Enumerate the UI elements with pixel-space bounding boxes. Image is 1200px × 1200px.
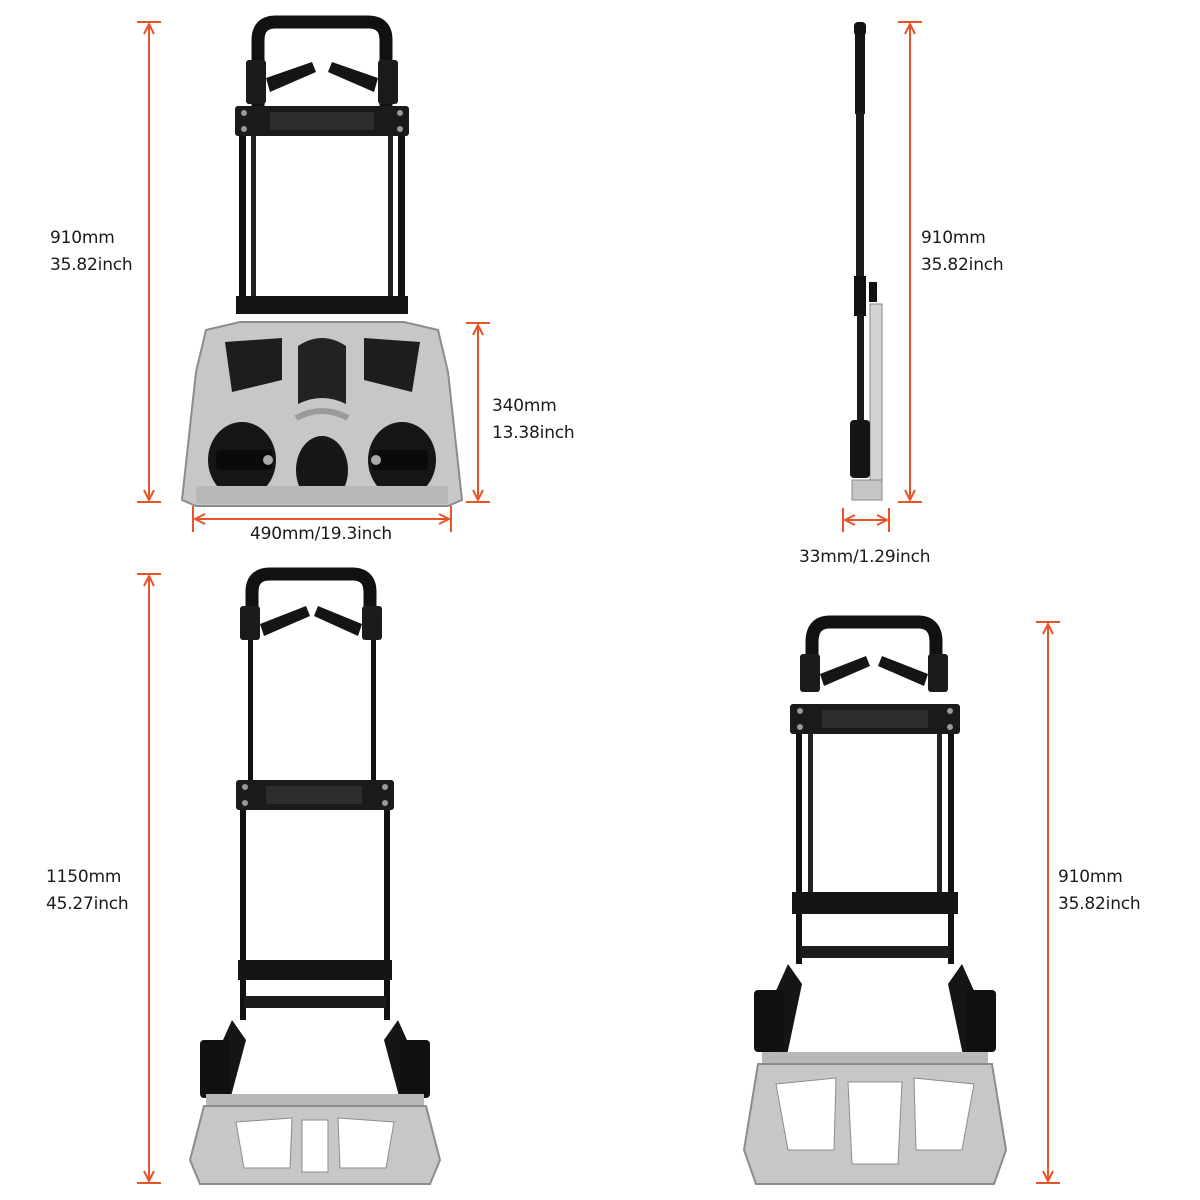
dimension-line-base-height (466, 322, 490, 503)
side-height-inch: 35.82inch (921, 255, 1004, 275)
open-trolley (742, 615, 1008, 1185)
base-height-inch: 13.38inch (492, 423, 575, 443)
side-folded-trolley (850, 22, 883, 501)
side-height-label: 910mm 35.82inch (921, 225, 1004, 279)
width-value: 490mm/19.3inch (250, 524, 392, 544)
dimension-line-side-height (898, 21, 922, 503)
extended-height-mm: 1150mm (46, 867, 122, 887)
extended-height-inch: 45.27inch (46, 894, 129, 914)
front-height-inch: 35.82inch (50, 255, 133, 275)
base-height-mm: 340mm (492, 396, 557, 416)
extended-trolley (188, 567, 442, 1185)
open-height-label: 910mm 35.82inch (1058, 864, 1141, 918)
width-label: 490mm/19.3inch (250, 521, 392, 548)
thickness-value: 33mm/1.29inch (799, 547, 931, 567)
extended-height-label: 1150mm 45.27inch (46, 864, 129, 918)
open-height-inch: 35.82inch (1058, 894, 1141, 914)
front-height-label: 910mm 35.82inch (50, 225, 133, 279)
dimension-line-extended-height (137, 573, 161, 1184)
front-height-mm: 910mm (50, 228, 115, 248)
dimension-line-open-height (1036, 621, 1060, 1184)
dimension-line-width (192, 506, 452, 532)
side-height-mm: 910mm (921, 228, 986, 248)
open-height-mm: 910mm (1058, 867, 1123, 887)
dimension-line-thickness (842, 508, 890, 532)
dimension-line-front-height (137, 21, 161, 503)
base-height-label: 340mm 13.38inch (492, 393, 575, 447)
front-folded-trolley (180, 15, 464, 507)
thickness-label: 33mm/1.29inch (799, 544, 931, 571)
